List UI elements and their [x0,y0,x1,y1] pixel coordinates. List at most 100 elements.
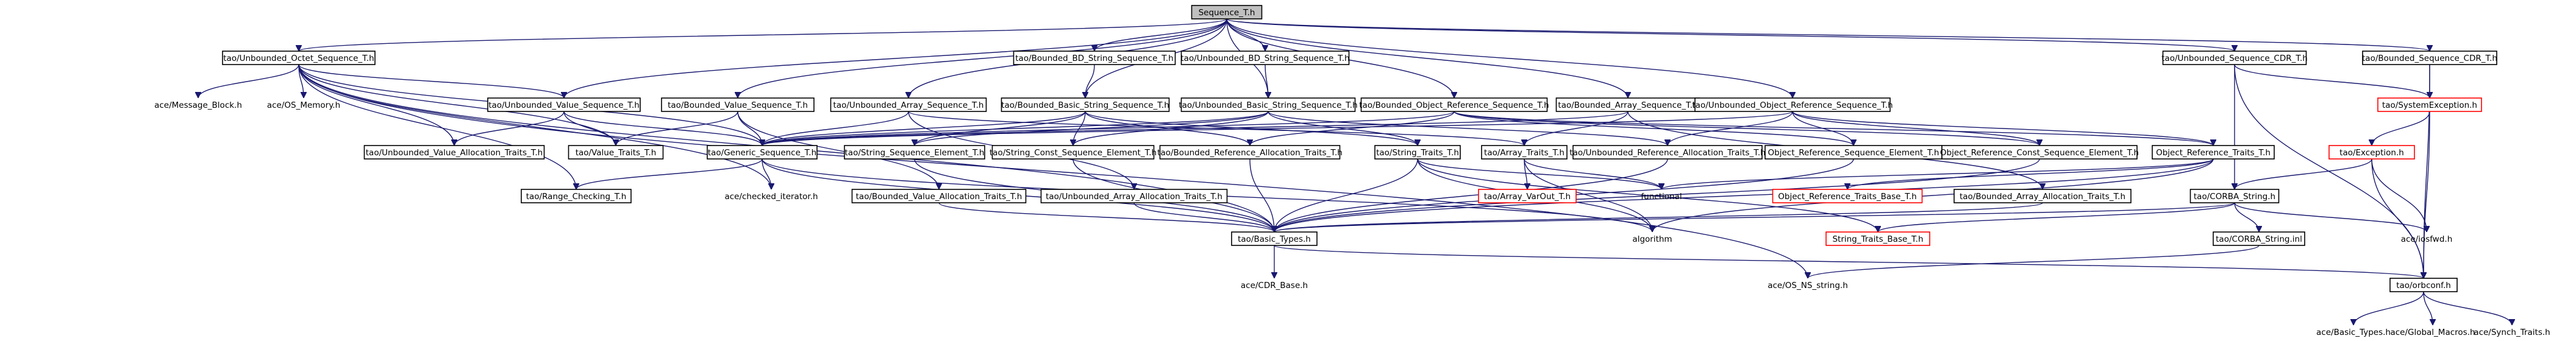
dependency-edge [1878,202,2235,233]
node-label: tao/CORBA_String.inl [2216,234,2302,244]
include-file-node[interactable]: ace/iosfwd.h [2396,232,2457,245]
include-file-node[interactable]: Object_Reference_Const_Sequence_Element_… [1940,145,2139,160]
include-file-node[interactable]: tao/Bounded_Basic_String_Sequence_T.h [1001,97,1170,112]
dependency-edge [1524,158,1661,190]
dependency-edge [1085,64,1095,98]
node-box [661,97,815,112]
include-file-node[interactable]: functional [1634,189,1689,203]
include-file-node[interactable]: tao/Unbounded_Basic_String_Sequence_T.h [1179,97,1358,112]
dependency-edge [737,111,762,146]
node-label: tao/Unbounded_BD_String_Sequence_T.h [1180,54,1349,63]
include-file-node[interactable]: tao/Bounded_BD_String_Sequence_T.h [1013,51,1176,65]
include-file-node[interactable]: ace/CDR_Base.h [1240,278,1310,292]
include-file-node[interactable]: tao/Exception.h [2328,145,2415,160]
nodes-layer: Sequence_T.htao/Unbounded_Octet_Sequence… [152,5,2552,339]
dependency-edge [2371,158,2424,278]
include-file-node[interactable]: tao/Unbounded_Value_Sequence_T.h [487,97,641,112]
include-file-node[interactable]: tao/Unbounded_BD_String_Sequence_T.h [1180,51,1350,65]
include-file-node[interactable]: tao/CORBA_String.inl [2213,231,2305,246]
include-file-node[interactable]: ace/OS_Memory.h [266,98,342,111]
dependency-edge [1274,158,2040,233]
node-label: tao/Unbounded_Value_Sequence_T.h [488,100,640,110]
include-file-node[interactable]: String_Traits_Base_T.h [1825,231,1930,246]
dependency-edge [298,64,576,189]
include-file-node[interactable]: tao/Value_Traits_T.h [568,145,664,160]
dependency-edge [2234,202,2259,233]
include-file-node[interactable]: tao/String_Traits_T.h [1374,145,1461,160]
include-file-node[interactable]: ace/Basic_Types.h [2313,325,2395,339]
edges-layer [198,18,2512,326]
dependency-edge [1792,111,2213,146]
node-box [1040,189,1228,203]
dependency-edge [1274,158,1668,233]
include-file-node[interactable]: Object_Reference_Traits_Base_T.h [1772,189,1923,203]
node-label: tao/Unbounded_Reference_Allocation_Trait… [1569,148,1765,158]
node-box [1360,97,1548,112]
include-file-node[interactable]: ace/Message_Block.h [152,98,244,111]
include-file-node[interactable]: tao/Bounded_Value_Allocation_Traits_T.h [851,189,1027,203]
dependency-edge [564,18,1227,99]
node-label: tao/Unbounded_Octet_Sequence_T.h [223,54,374,63]
include-file-node[interactable]: ace/Synch_Traits.h [2472,325,2552,339]
include-file-node[interactable]: tao/Unbounded_Object_Reference_Sequence_… [1692,97,1893,112]
include-file-node[interactable]: tao/orbconf.h [2389,278,2458,292]
include-file-node[interactable]: tao/Bounded_Sequence_CDR_T.h [2362,51,2497,65]
node-label: tao/Unbounded_Array_Allocation_Traits_T.… [1046,192,1222,202]
include-file-node[interactable]: ace/checked_iterator.h [721,189,822,203]
include-file-node[interactable]: tao/Generic_Sequence_T.h [707,145,818,160]
dependency-edge [1661,158,2214,190]
node-label: ace/Message_Block.h [154,100,242,110]
node-box [1694,97,1891,112]
include-file-node[interactable]: tao/Bounded_Value_Sequence_T.h [661,97,815,112]
dependency-edge [762,158,771,189]
include-file-node[interactable]: tao/Unbounded_Reference_Allocation_Trait… [1569,145,1766,160]
include-file-node[interactable]: tao/SystemException.h [2377,97,2482,112]
include-file-node[interactable]: tao/Unbounded_Value_Allocation_Traits_T.… [363,145,545,160]
node-box [2389,278,2458,292]
include-file-node[interactable]: tao/Array_VarOut_T.h [1478,189,1577,203]
node-label: Object_Reference_Traits_T.h [2156,148,2271,158]
node-box [991,145,1155,160]
node-label: Object_Reference_Sequence_Element_T.h [1768,148,1939,158]
include-file-node[interactable]: tao/String_Const_Sequence_Element_T.h [990,145,1157,160]
node-label: ace/OS_NS_string.h [1768,281,1848,290]
include-file-node[interactable]: Object_Reference_Traits_T.h [2152,145,2275,160]
dependency-edge [1808,245,2260,279]
include-file-node[interactable]: ace/OS_NS_string.h [1764,278,1852,292]
include-file-node[interactable]: tao/Basic_Types.h [1231,231,1318,246]
node-label: tao/Unbounded_Value_Allocation_Traits_T.… [366,148,543,158]
include-file-node[interactable]: tao/Bounded_Array_Allocation_Traits_T.h [1953,189,2132,203]
include-file-node[interactable]: tao/CORBA_String.h [2189,189,2280,203]
include-file-node[interactable]: tao/Unbounded_Octet_Sequence_T.h [222,51,376,65]
dependency-edge [762,111,1629,146]
include-file-node[interactable]: tao/Bounded_Reference_Allocation_Traits_… [1157,145,1343,160]
dependency-edge [1226,18,1628,98]
node-box [2328,145,2415,160]
include-file-node[interactable]: tao/Unbounded_Sequence_CDR_T.h [2161,51,2308,65]
dependency-edge [2234,202,2427,233]
node-label: ace/OS_Memory.h [267,100,340,110]
include-file-node[interactable]: tao/Array_Traits_T.h [1481,145,1568,160]
dependency-edge [1073,111,1269,146]
include-file-node[interactable]: Object_Reference_Sequence_Element_T.h [1764,145,1943,160]
node-label: tao/orbconf.h [2396,281,2451,290]
node-label: tao/Unbounded_Object_Reference_Sequence_… [1692,100,1893,110]
include-file-node[interactable]: tao/Range_Checking_T.h [521,189,632,203]
dependency-edge [298,64,564,99]
node-box [1159,145,1341,160]
node-box [851,189,1027,203]
include-file-node[interactable]: algorithm [1624,232,1682,245]
include-file-node[interactable]: tao/Unbounded_Array_Allocation_Traits_T.… [1040,189,1228,203]
dependency-edge [1792,111,1854,146]
node-label: tao/Unbounded_Basic_String_Sequence_T.h [1179,100,1357,110]
node-label: tao/Bounded_Basic_String_Sequence_T.h [1001,100,1169,110]
include-file-node[interactable]: ace/Global_Macros.h [2390,325,2475,339]
dependency-edge [1668,111,1793,146]
include-file-node[interactable]: tao/Unbounded_Array_Sequence_T.h [830,97,987,112]
dependency-edge [2423,291,2512,326]
include-file-node[interactable]: tao/Bounded_Object_Reference_Sequence_T.… [1359,97,1549,112]
include-file-node[interactable]: tao/Bounded_Array_Sequence_T.h [1555,97,1700,112]
dependency-edge [762,111,1269,146]
include-file-node[interactable]: tao/String_Sequence_Element_T.h [844,145,985,160]
